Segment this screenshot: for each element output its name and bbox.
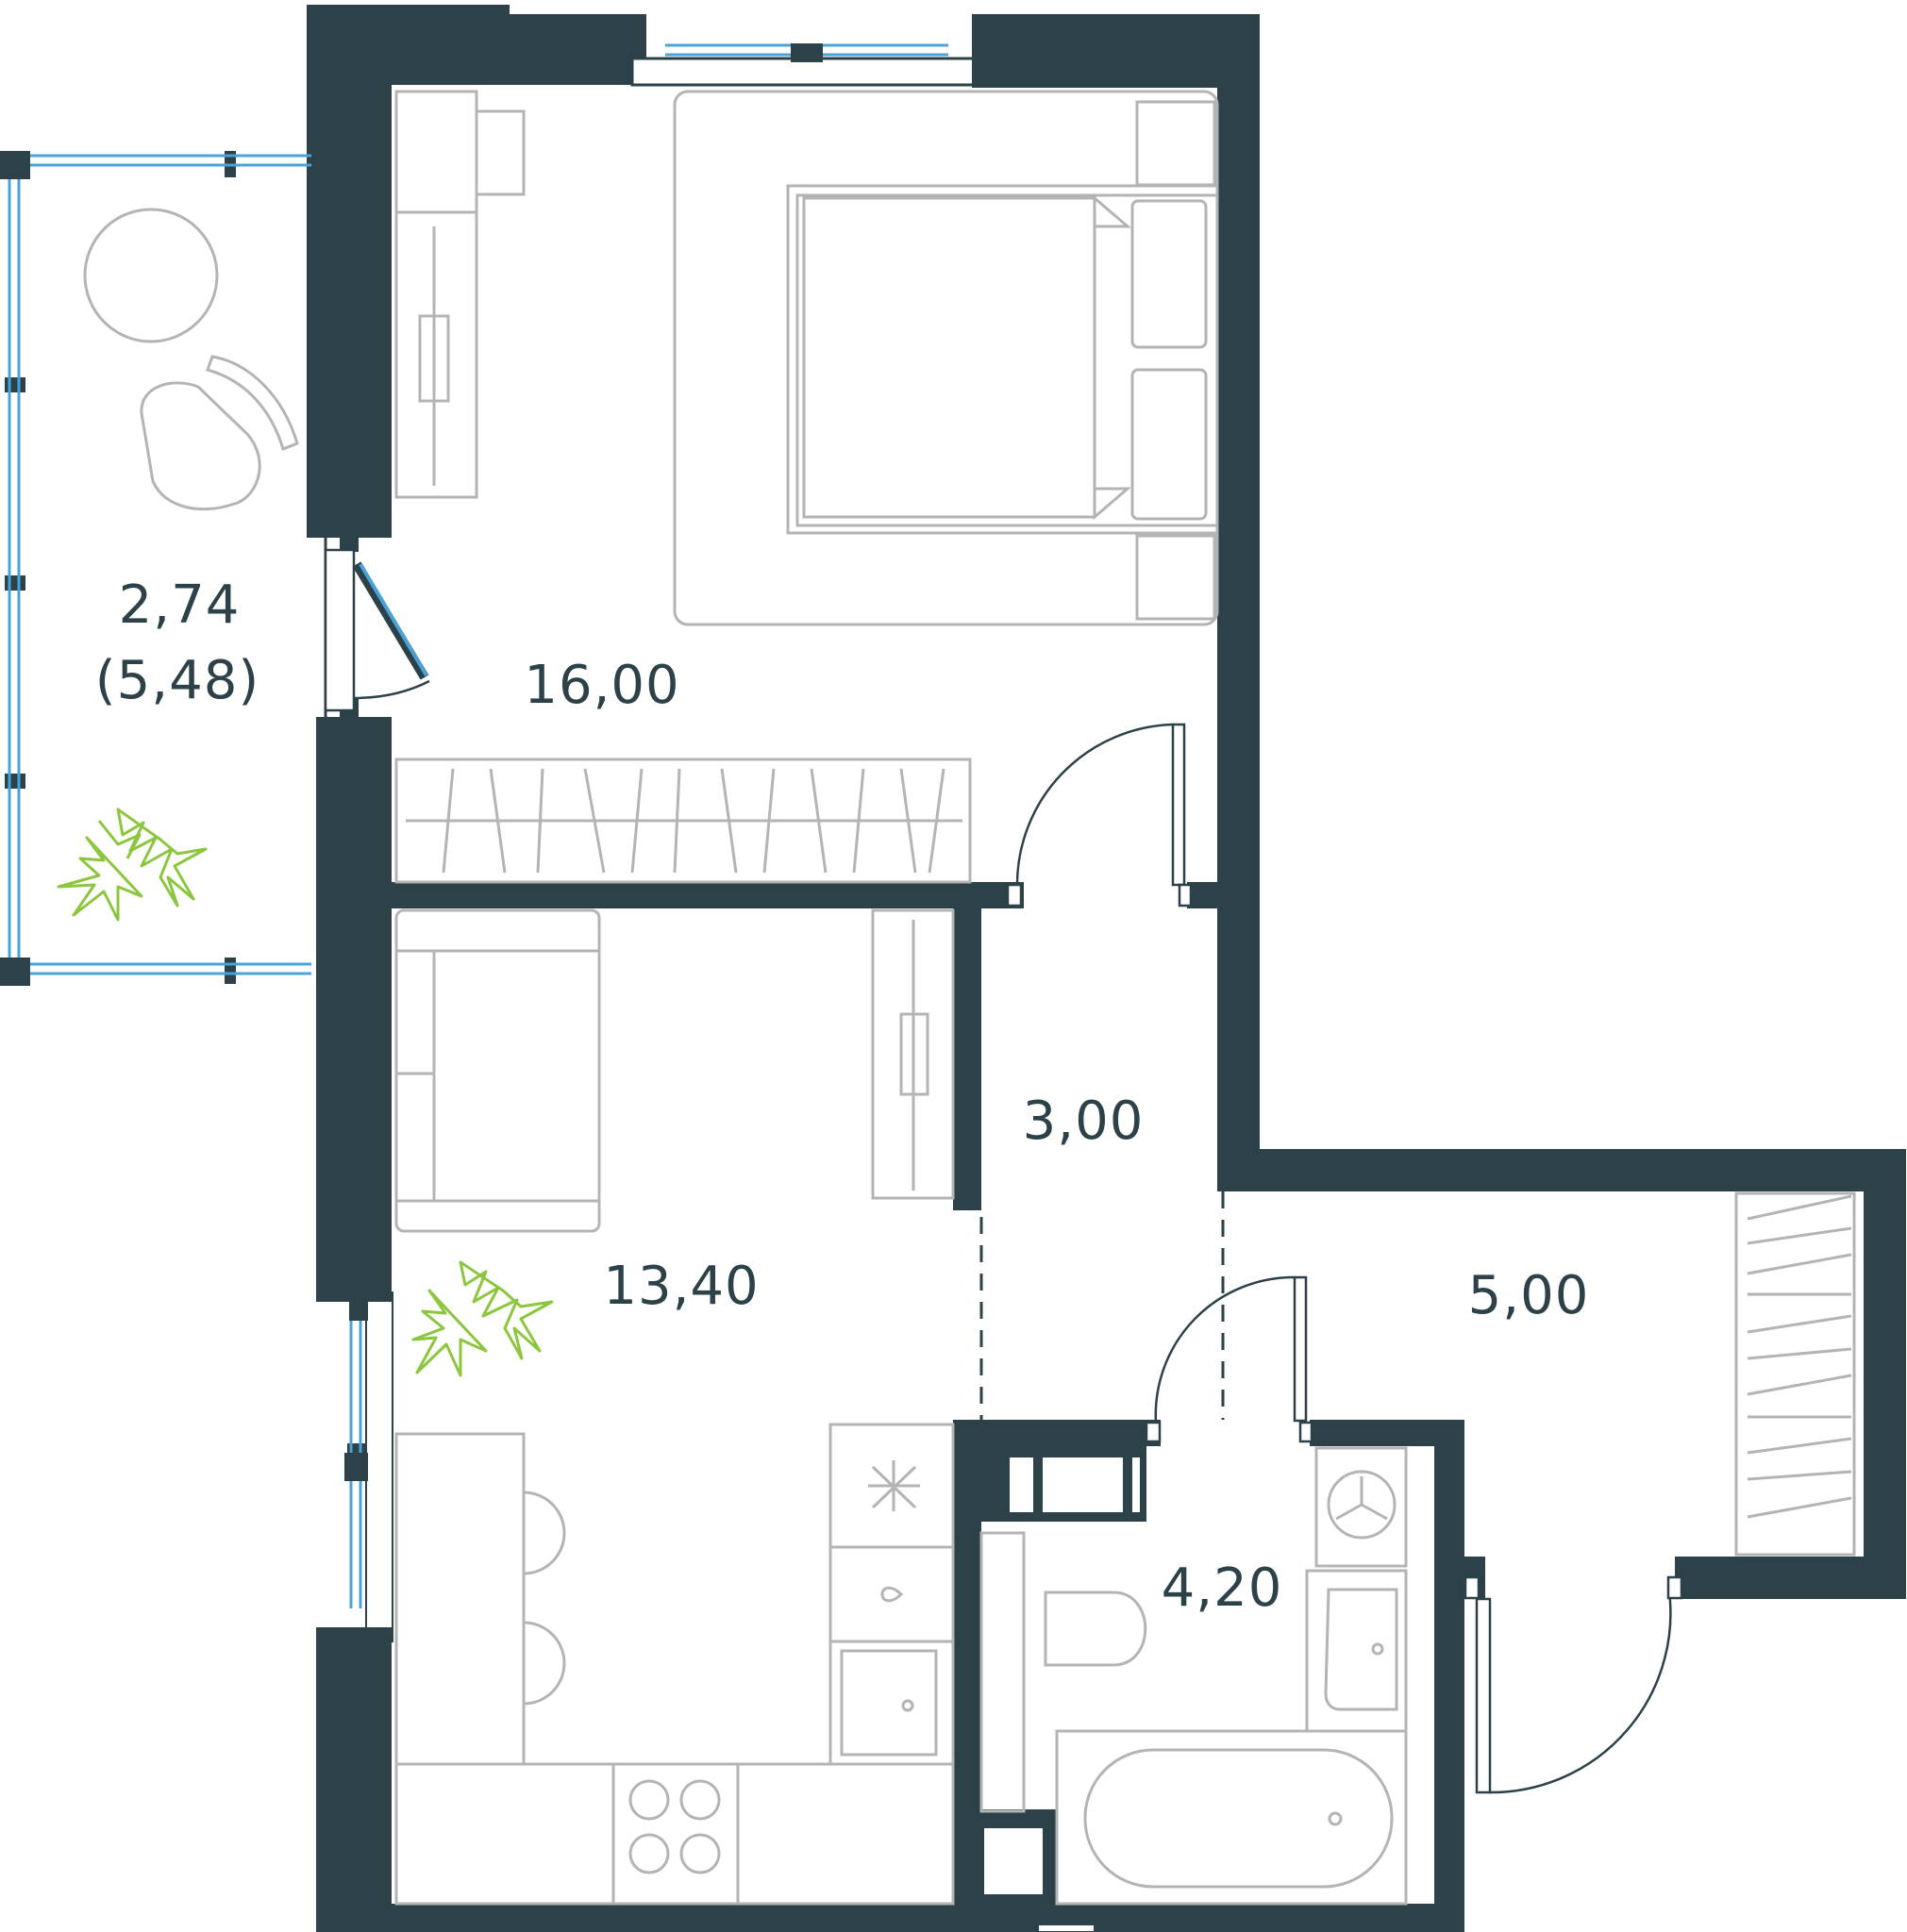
wardrobe-icon — [394, 758, 972, 884]
sink-icon — [840, 1649, 938, 1757]
sofa-icon — [394, 908, 601, 1233]
bedroom-area-label: 16,00 — [524, 655, 679, 716]
stove-icon — [628, 1779, 721, 1874]
plant-icon — [57, 808, 208, 922]
balcony-full-area-label: (5,48) — [95, 650, 259, 711]
hall-area-label: 3,00 — [1023, 1091, 1145, 1152]
bathtub-icon — [1055, 1729, 1408, 1906]
kitchen-counter-icon — [394, 1423, 955, 1906]
desk-icon — [394, 90, 526, 499]
toilet-icon — [979, 1531, 1147, 1813]
chair-icon — [140, 355, 299, 511]
washing-machine-icon — [1314, 1446, 1408, 1568]
sink-icon — [1305, 1569, 1408, 1733]
window-icon — [8, 43, 981, 1642]
table-icon — [83, 208, 219, 343]
fridge-icon — [868, 1460, 920, 1511]
zone-boundaries — [979, 1191, 1225, 1420]
walls — [0, 5, 1906, 1932]
bathroom-area-label: 4,20 — [1162, 1557, 1283, 1619]
plant-icon — [411, 1260, 554, 1377]
tv-stand-icon — [871, 908, 955, 1200]
balcony-area-label: 2,74 — [119, 575, 241, 636]
wardrobe-icon — [1734, 1191, 1856, 1557]
storage-area-label: 5,00 — [1468, 1265, 1590, 1326]
living-kitchen-area-label: 13,40 — [603, 1256, 759, 1317]
bed-icon — [673, 90, 1219, 626]
door-icon — [324, 548, 1683, 1932]
dining-table-icon — [394, 1432, 566, 1766]
